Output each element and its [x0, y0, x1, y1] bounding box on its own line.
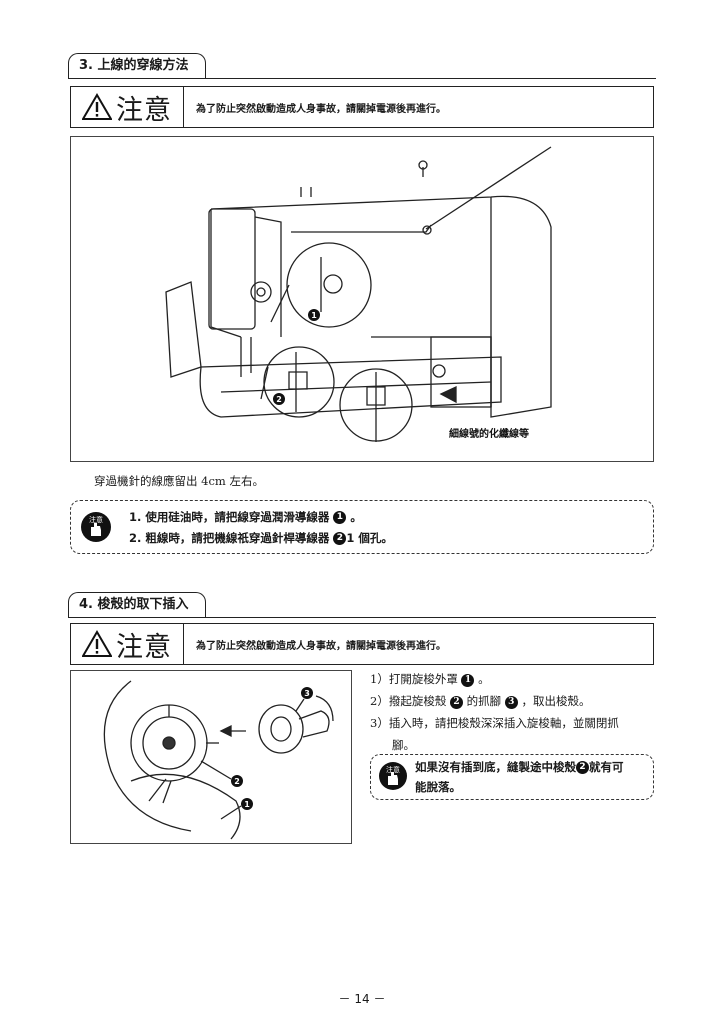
bobbin-case-illustration: 3 2 1 [103, 680, 334, 840]
warning-triangle-icon [82, 93, 112, 120]
svg-text:2: 2 [234, 777, 240, 786]
bobbin-steps: 1）打開旋梭外罩 1 。 2）撥起旋梭殼 2 的抓腳 3 ，取出梭殼。 3）插入… [370, 668, 660, 756]
section-4-rule [68, 617, 656, 618]
step-3-cont: 腳。 [392, 738, 415, 752]
step-3: 3）插入時，請把梭殼深深插入旋梭軸，並關閉抓 [370, 716, 619, 730]
section-4-title: 4. 梭殼的取下插入 [68, 592, 206, 617]
section-3-note: 注意 1. 使用硅油時，請把線穿過潤滑導線器 1 。 2. 粗線時，請把機線祇穿… [70, 500, 654, 554]
section-4-heading: 4. 梭殼的取下插入 [68, 592, 656, 622]
figure-callout-label: 細線號的化纖線等 [449, 427, 529, 440]
bobbin-marker-1: 1 [241, 798, 253, 810]
thread-length-paragraph: 穿過機針的線應留出 4cm 左右。 [94, 474, 264, 488]
note-hand-icon: 注意 [81, 512, 111, 542]
caution-text: 為了防止突然啟動造成人身事故，請關掉電源後再進行。 [196, 103, 446, 115]
svg-text:1: 1 [311, 311, 317, 320]
figure-marker-2: 2 [273, 393, 285, 405]
caution-sign: 注意 [71, 87, 184, 127]
section-4-caution-box: 注意 為了防止突然啟動造成人身事故，請關掉電源後再進行。 [70, 623, 654, 665]
caution-sign: 注意 [71, 624, 184, 664]
caution-word: 注意 [116, 631, 172, 663]
note-hand-icon: 注意 [379, 762, 407, 790]
step-2: 2）撥起旋梭殼 2 的抓腳 3 ，取出梭殼。 [370, 694, 591, 709]
caution-word: 注意 [116, 94, 172, 126]
svg-text:2: 2 [276, 395, 282, 404]
note-line-2: 能脫落。 [415, 780, 461, 794]
note-item-1: 1. 使用硅油時，請把線穿過潤滑導線器 1 。 [129, 510, 362, 524]
bobbin-marker-2: 2 [231, 775, 243, 787]
bobbin-marker-3: 3 [301, 687, 313, 699]
warning-triangle-icon [82, 630, 112, 657]
threading-figure: 細線號的化纖線等 1 2 [70, 136, 654, 462]
svg-text:1: 1 [244, 800, 250, 809]
figure-marker-1: 1 [308, 309, 320, 321]
section-3-heading: 3. 上線的穿線方法 [68, 53, 656, 83]
caution-text: 為了防止突然啟動造成人身事故，請關掉電源後再進行。 [196, 640, 446, 652]
bobbin-case-figure: 3 2 1 [70, 670, 352, 844]
section-3-rule [68, 78, 656, 79]
section-3-caution-box: 注意 為了防止突然啟動造成人身事故，請關掉電源後再進行。 [70, 86, 654, 128]
sewing-machine-illustration: 細線號的化纖線等 1 2 [165, 146, 552, 442]
page-number: － 14 － [338, 992, 386, 1006]
svg-text:3: 3 [304, 689, 310, 698]
step-1: 1）打開旋梭外罩 1 。 [370, 672, 490, 687]
section-3-title: 3. 上線的穿線方法 [68, 53, 206, 78]
